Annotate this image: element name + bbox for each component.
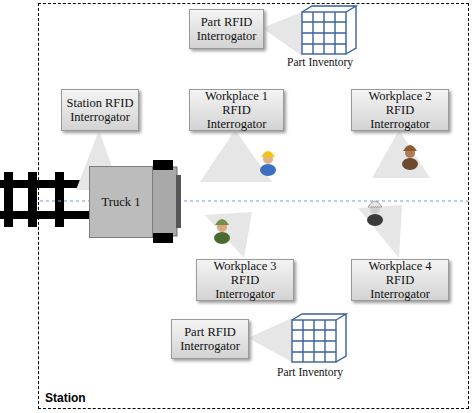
node-text: Part RFID Interrogator [175, 325, 245, 353]
wheel [153, 160, 173, 170]
rail-tie [4, 172, 13, 227]
shelf-frame [292, 320, 336, 362]
rail [0, 180, 90, 188]
shelf-line [313, 320, 314, 362]
shelf-side [336, 314, 346, 362]
worker-icon [367, 201, 383, 226]
worker-body [260, 164, 276, 176]
shelf-icon [292, 314, 346, 362]
shelf-top [292, 314, 346, 320]
shelf-icon [302, 6, 356, 54]
node-text: Workplace 3 RFID Interrogator [200, 259, 290, 301]
node-text: Part RFID Interrogator [193, 15, 260, 43]
rfid-beam [262, 12, 302, 56]
node-text: Workplace 1 RFID Interrogator [193, 89, 280, 131]
node-text: Truck 1 [102, 195, 141, 210]
interrogator-box: Part RFID Interrogator [189, 9, 264, 49]
part-label: Part Inventory [287, 56, 353, 68]
node-text: Workplace 4 RFID Interrogator [355, 259, 445, 301]
shelf-frame [302, 12, 346, 54]
worker-hat [403, 145, 417, 151]
interrogator-box: Workplace 3 RFID Interrogator [196, 259, 294, 301]
rfid-beam [200, 130, 272, 182]
rfid-beam [248, 318, 292, 362]
shelf-line [324, 320, 325, 362]
rail [0, 211, 90, 219]
interrogator-box: Part RFID Interrogator [171, 319, 249, 359]
shelf-line [302, 320, 303, 362]
truck-cab [151, 167, 177, 236]
worker-body [214, 232, 230, 244]
worker-hat [368, 201, 382, 207]
part-label: Part Inventory [277, 366, 343, 378]
shelf-top [302, 6, 356, 12]
rfid-beam [358, 205, 402, 258]
rfid-beam [372, 130, 430, 178]
worker-icon [402, 145, 418, 170]
area-title: Station [45, 391, 86, 405]
wheel [153, 233, 173, 243]
shelf-line [323, 12, 324, 54]
worker-icon [260, 151, 276, 176]
station-area: StationPart RFID InterrogatorStation RFI… [38, 3, 469, 409]
truck-box: Truck 1 [89, 166, 153, 238]
rail-tie [55, 172, 64, 227]
shelf-line [312, 12, 313, 54]
worker-icon [214, 219, 230, 244]
rail-tie [28, 172, 37, 227]
shelf-side [346, 6, 356, 54]
node-text: Station RFID Interrogator [65, 96, 135, 124]
worker-hat [261, 151, 275, 157]
truck-front [176, 175, 181, 228]
shelf-line [334, 12, 335, 54]
interrogator-box: Workplace 1 RFID Interrogator [189, 89, 284, 131]
interrogator-box: Station RFID Interrogator [61, 89, 139, 131]
interrogator-box: Workplace 4 RFID Interrogator [351, 259, 449, 301]
node-text: Workplace 2 RFID Interrogator [355, 89, 445, 131]
interrogator-box: Workplace 2 RFID Interrogator [351, 89, 449, 131]
worker-body [402, 158, 418, 170]
rfid-beam [205, 212, 252, 258]
worker-hat [215, 219, 229, 225]
worker-body [367, 214, 383, 226]
